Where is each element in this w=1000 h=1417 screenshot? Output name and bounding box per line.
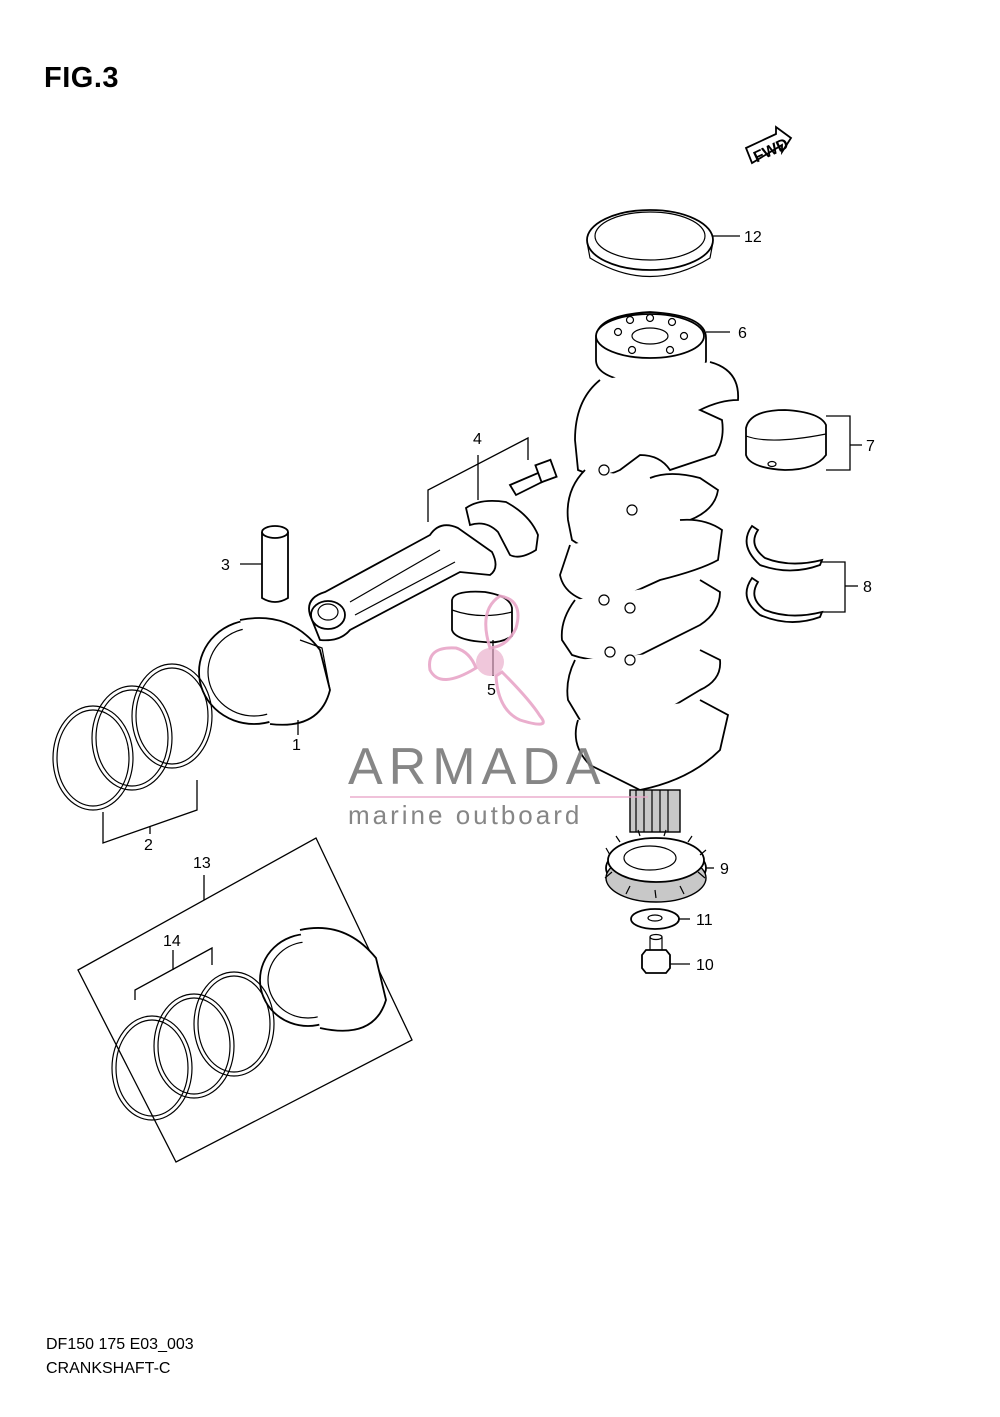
part-8-thrust-washer[interactable] bbox=[745, 524, 824, 623]
callout-3[interactable]: 3 bbox=[221, 557, 230, 574]
diagram-code: DF150 175 E03_003 bbox=[46, 1336, 194, 1353]
diagram-name: CRANKSHAFT-C bbox=[46, 1360, 171, 1377]
part-13-piston-set[interactable] bbox=[77, 837, 413, 1163]
callout-4[interactable]: 4 bbox=[473, 431, 482, 448]
callout-12[interactable]: 12 bbox=[744, 229, 762, 246]
part-1-piston[interactable] bbox=[198, 617, 331, 726]
callout-9[interactable]: 9 bbox=[720, 861, 729, 878]
watermark: ARMADA marine outboard bbox=[348, 594, 648, 830]
part-4-connecting-rod[interactable] bbox=[308, 458, 558, 642]
part-3-piston-pin[interactable] bbox=[261, 525, 289, 603]
leader-lines bbox=[102, 235, 862, 1000]
callout-14[interactable]: 14 bbox=[163, 933, 181, 950]
part-14-piston-rings-set[interactable] bbox=[111, 971, 275, 1121]
callout-2[interactable]: 2 bbox=[144, 837, 153, 854]
part-12-oil-seal[interactable] bbox=[586, 209, 714, 278]
part-10-bolt[interactable] bbox=[641, 933, 671, 974]
part-9-crank-gear[interactable] bbox=[604, 829, 707, 903]
figure-title: FIG.3 bbox=[44, 62, 120, 94]
watermark-brand: ARMADA bbox=[348, 738, 606, 796]
part-7-main-bearing[interactable] bbox=[745, 409, 827, 471]
callout-11[interactable]: 11 bbox=[696, 912, 713, 929]
callout-1[interactable]: 1 bbox=[292, 737, 301, 754]
callout-6[interactable]: 6 bbox=[738, 325, 747, 342]
watermark-tagline: marine outboard bbox=[348, 800, 582, 830]
callout-8[interactable]: 8 bbox=[863, 579, 872, 596]
part-2-piston-rings[interactable] bbox=[52, 663, 213, 811]
callout-10[interactable]: 10 bbox=[696, 957, 714, 974]
propeller-logo-icon bbox=[428, 594, 545, 726]
callout-5[interactable]: 5 bbox=[487, 682, 496, 699]
part-11-washer[interactable] bbox=[630, 908, 680, 930]
diagram-footer: DF150 175 E03_003 CRANKSHAFT-C bbox=[46, 1333, 194, 1381]
callout-13[interactable]: 13 bbox=[193, 855, 211, 872]
fwd-arrow-icon: FWD bbox=[744, 125, 793, 166]
part-5-rod-bearing[interactable] bbox=[451, 590, 513, 644]
callout-7[interactable]: 7 bbox=[866, 438, 875, 455]
part-6-crankshaft[interactable] bbox=[559, 311, 739, 833]
